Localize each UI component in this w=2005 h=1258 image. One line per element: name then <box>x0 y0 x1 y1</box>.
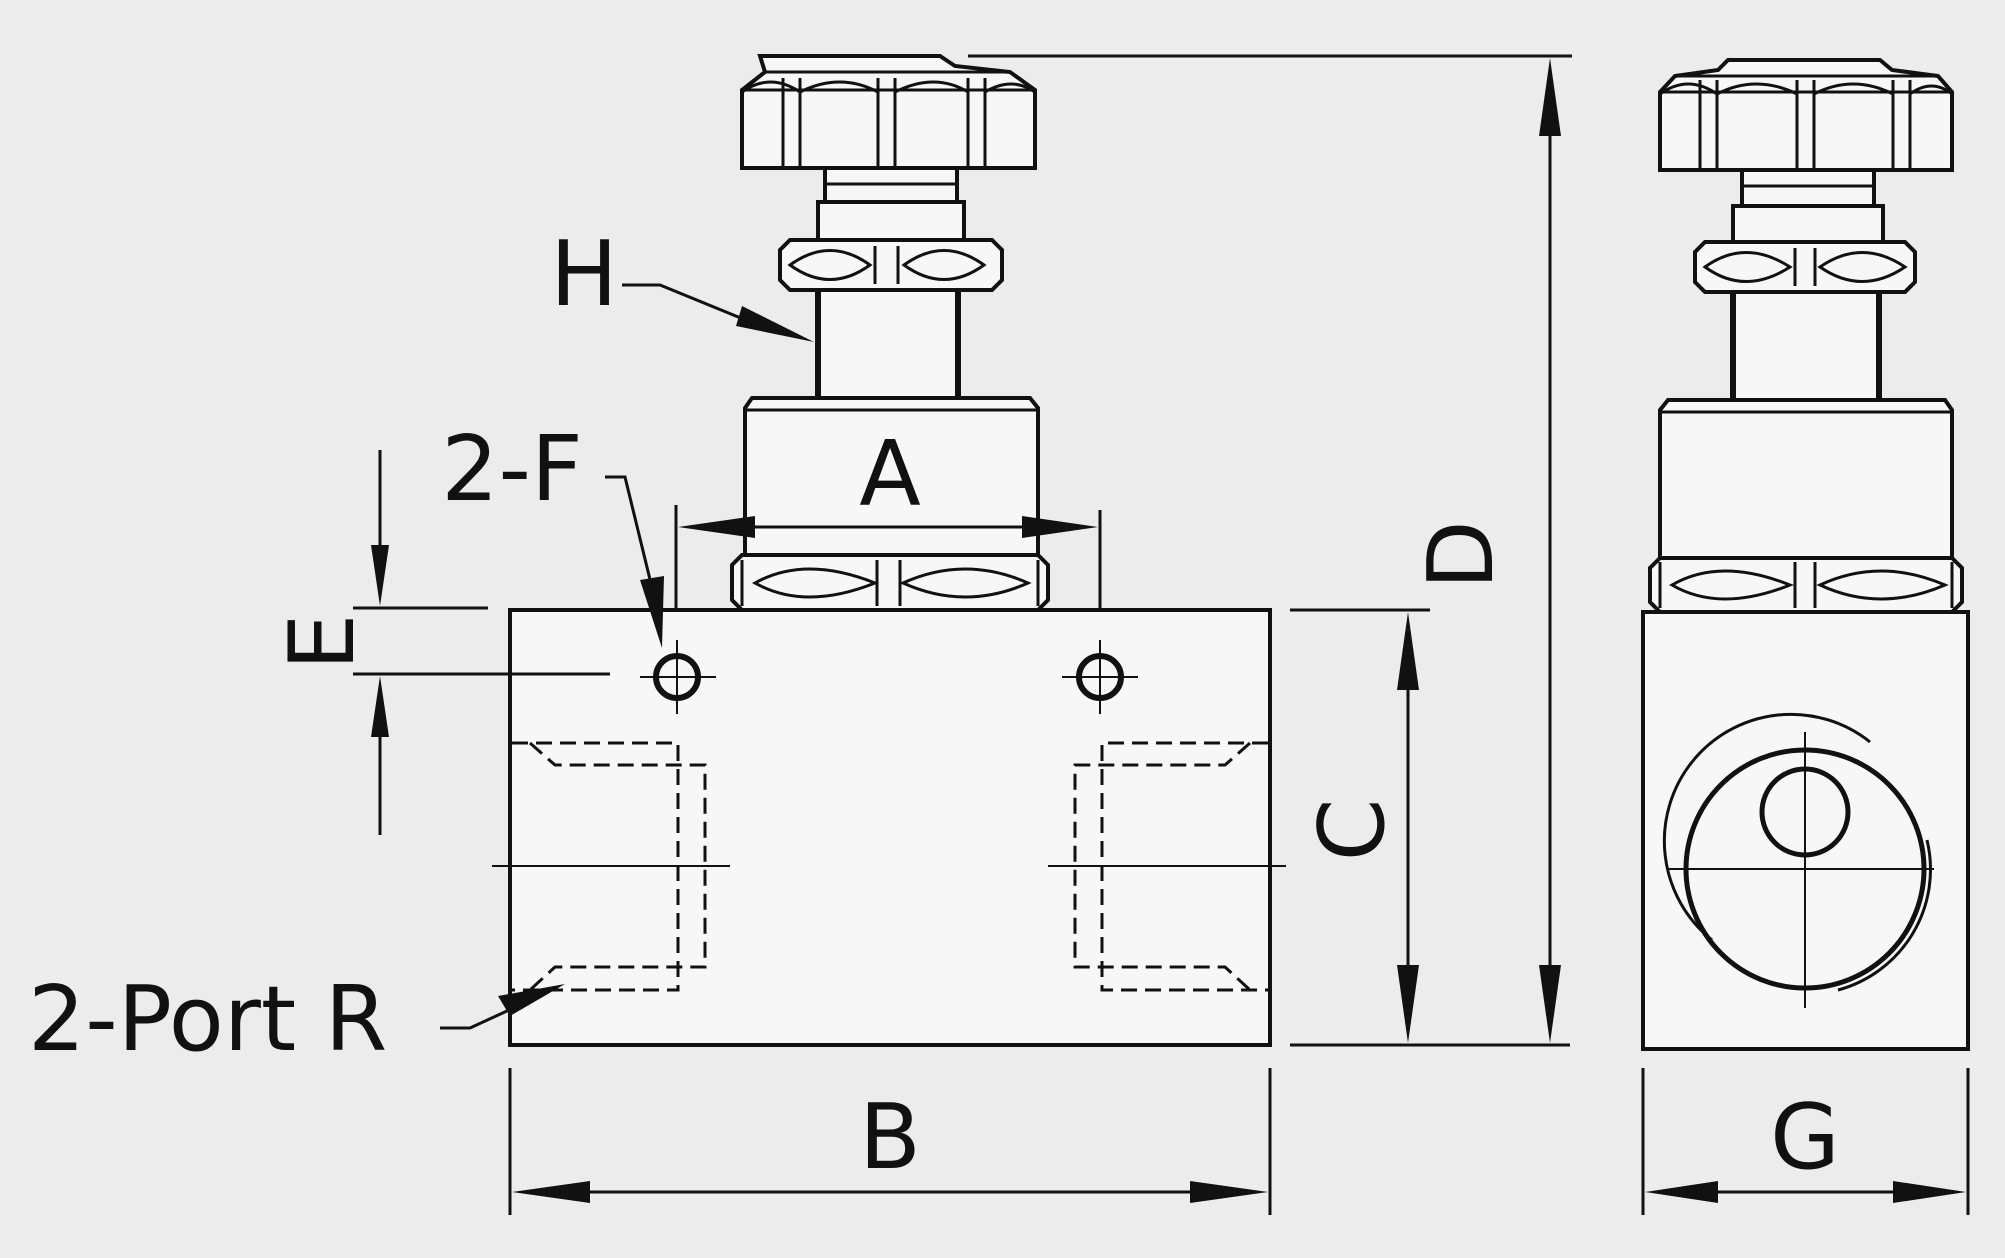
dimension-g <box>1641 1068 1970 1215</box>
mounting-hole-left <box>640 640 716 714</box>
front-knob <box>740 54 1037 170</box>
side-lock-nut <box>1693 240 1917 294</box>
side-bottom-nut <box>1648 556 1964 614</box>
front-lock-nut <box>778 238 1004 292</box>
port-right-hidden <box>1048 741 1286 992</box>
front-stem <box>816 166 966 242</box>
side-view <box>1641 58 1970 1051</box>
label-c: C <box>1300 799 1405 862</box>
side-shaft <box>1730 290 1882 402</box>
label-d: D <box>1409 520 1514 589</box>
front-bottom-nut <box>730 553 1050 612</box>
front-view <box>492 54 1286 1047</box>
front-body-block <box>508 608 1272 1047</box>
label-port-r: 2-Port R <box>28 967 387 1072</box>
label-e: E <box>270 614 375 671</box>
side-stem <box>1731 168 1885 244</box>
dimension-e <box>353 450 610 835</box>
side-port-circle <box>1662 712 1934 1008</box>
leader-r <box>440 984 565 1030</box>
label-f: 2-F <box>441 417 583 522</box>
side-knob <box>1658 58 1954 172</box>
mounting-hole-right <box>1062 640 1138 714</box>
dimension-c <box>1290 608 1570 1047</box>
port-left-hidden <box>492 741 730 992</box>
leader-f <box>605 475 664 648</box>
label-g: G <box>1770 1085 1840 1190</box>
label-h: H <box>550 222 618 327</box>
dimension-b <box>508 1068 1272 1215</box>
side-bonnet <box>1658 398 1954 560</box>
dimension-a <box>674 505 1102 612</box>
label-b: B <box>859 1085 921 1190</box>
dimension-d <box>968 54 1572 1043</box>
leader-h <box>622 283 814 342</box>
label-a: A <box>859 422 921 527</box>
front-shaft <box>815 288 961 400</box>
